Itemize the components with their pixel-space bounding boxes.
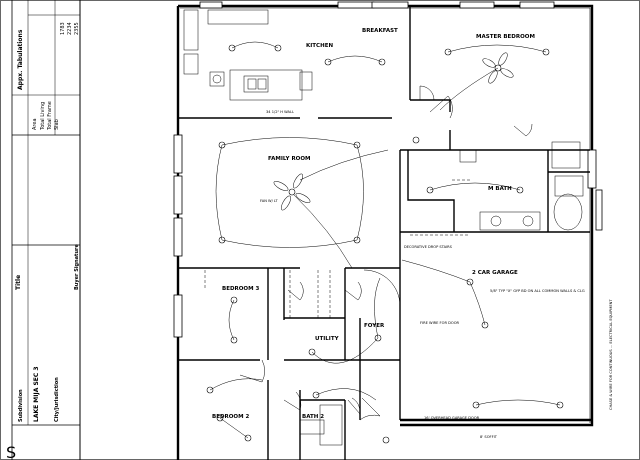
light-fixtures bbox=[206, 44, 564, 444]
title-block: Appx. Tabulations Area Total Living Tota… bbox=[6, 0, 81, 460]
garage-door-note: 16' OVERHEAD GARAGE DOOR bbox=[424, 416, 480, 420]
room-label-kitchen: KITCHEN bbox=[306, 43, 333, 49]
room-label-foyer: FOYER bbox=[364, 323, 385, 329]
soffit-note: 8' SOFFIT bbox=[480, 435, 498, 439]
ceiling-fan-icon bbox=[273, 173, 311, 211]
wall-note: 34 1/2" H WALL bbox=[266, 110, 294, 114]
ceiling-fan-icon bbox=[482, 52, 514, 84]
sheet-code: S bbox=[6, 443, 16, 460]
room-label-breakfast: BREAKFAST bbox=[362, 28, 398, 34]
room-label-m-bath: M BATH bbox=[488, 186, 512, 192]
tab-row-value: 1783 bbox=[60, 22, 66, 35]
subdivision-label: Subdivision bbox=[18, 389, 24, 422]
city-label: City/Jurisdiction bbox=[54, 377, 60, 422]
windows bbox=[173, 1, 603, 338]
kitchen-fixtures bbox=[183, 9, 313, 101]
subdivision-value: LAKE MIJA SEC 3 bbox=[33, 366, 40, 422]
room-label-utility: UTILITY bbox=[315, 336, 340, 342]
exterior-walls bbox=[176, 4, 594, 460]
buyer-signature: Buyer Signature bbox=[74, 244, 80, 290]
title-label: Title bbox=[15, 275, 22, 290]
closet-lines bbox=[204, 179, 470, 318]
room-label-bedroom3: BEDROOM 3 bbox=[222, 286, 259, 292]
room-label-family-room: FAMILY ROOM bbox=[268, 156, 311, 162]
area-header: Area bbox=[32, 118, 38, 130]
door-swings bbox=[239, 85, 533, 421]
plan-notes: 34 1/2" H WALL 16' OVERHEAD GARAGE DOOR … bbox=[260, 110, 613, 439]
tab-row-label: Total Frame bbox=[47, 101, 53, 131]
fire-wire-note: FIRE WIRE FOR DOOR bbox=[420, 321, 460, 325]
tab-row-value: 2355 bbox=[74, 22, 80, 35]
interior-walls bbox=[178, 6, 590, 460]
tab-row-value: 2234 bbox=[67, 22, 73, 35]
tab-row-label: Slab bbox=[54, 119, 60, 130]
drop-stairs-note: DECORATIVE DROP STAIRS bbox=[404, 245, 453, 249]
bath-fixtures bbox=[299, 141, 584, 446]
tab-row-label: Total Living bbox=[40, 102, 46, 131]
fan-label: FAN W/ LT bbox=[260, 199, 278, 203]
room-label-garage: 2 CAR GARAGE bbox=[472, 270, 518, 276]
right-side-note: CHASE & WIRE FOR CONTINUOUS ... ELECTRIC… bbox=[609, 299, 613, 410]
wiring bbox=[209, 41, 561, 439]
room-label-bedroom2: BEDROOM 2 bbox=[212, 414, 249, 420]
room-labels: KITCHEN BREAKFAST MASTER BEDROOM FAMILY … bbox=[212, 28, 535, 420]
approx-tabulations: Appx. Tabulations bbox=[17, 29, 24, 90]
room-label-master-bedroom: MASTER BEDROOM bbox=[476, 34, 535, 40]
garage-note: 5/8" TYP "X" GYP BD ON ALL COMMON WALLS … bbox=[490, 289, 585, 293]
room-label-bath2: BATH 2 bbox=[302, 414, 324, 420]
